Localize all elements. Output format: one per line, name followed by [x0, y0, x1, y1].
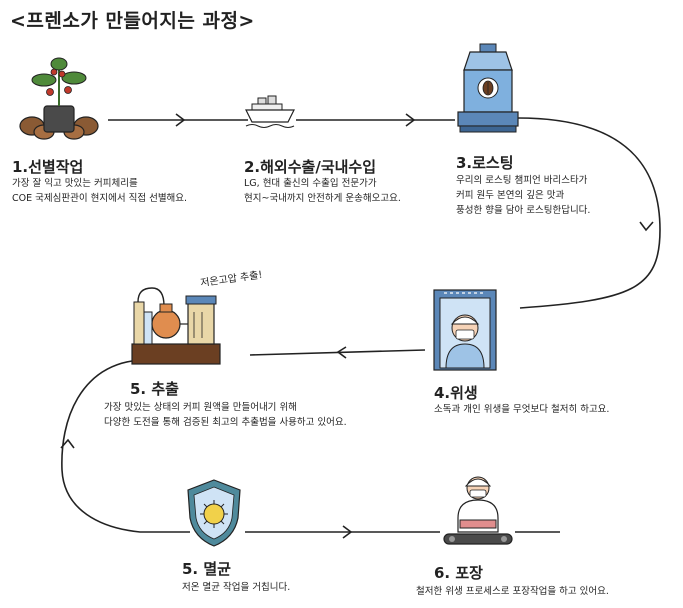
cargo-ship-icon: [244, 92, 296, 132]
page-title: <프렌소가 만들어지는 과정>: [10, 10, 255, 32]
step-2-title: 2.해외수출/국내수입: [244, 158, 377, 176]
step-4-title: 4.위생: [434, 384, 478, 402]
arrowheads: [60, 113, 654, 539]
step-7-title: 6. 포장: [434, 564, 483, 582]
step-1-title: 1.선별작업: [12, 158, 84, 176]
step-6-title: 5. 멸균: [182, 560, 231, 578]
step-4-desc: 소독과 개인 위생을 무엇보다 철저히 하고요.: [434, 404, 610, 415]
step-5-title: 5. 추출: [130, 380, 179, 398]
extraction-machine-icon: [130, 282, 222, 366]
sterilization-shield-icon: [184, 478, 244, 548]
step-6-desc: 저온 멸균 작업을 거칩니다.: [182, 582, 291, 593]
step-3-title: 3.로스팅: [456, 154, 514, 172]
roaster-machine-icon: [456, 42, 520, 134]
packaging-worker-icon: [440, 470, 516, 556]
step-7-desc: 철저한 위생 프로세스로 포장작업을 하고 있어요.: [416, 586, 609, 597]
coffee-plant-icon: [14, 50, 104, 140]
hygiene-worker-icon: [432, 288, 498, 372]
